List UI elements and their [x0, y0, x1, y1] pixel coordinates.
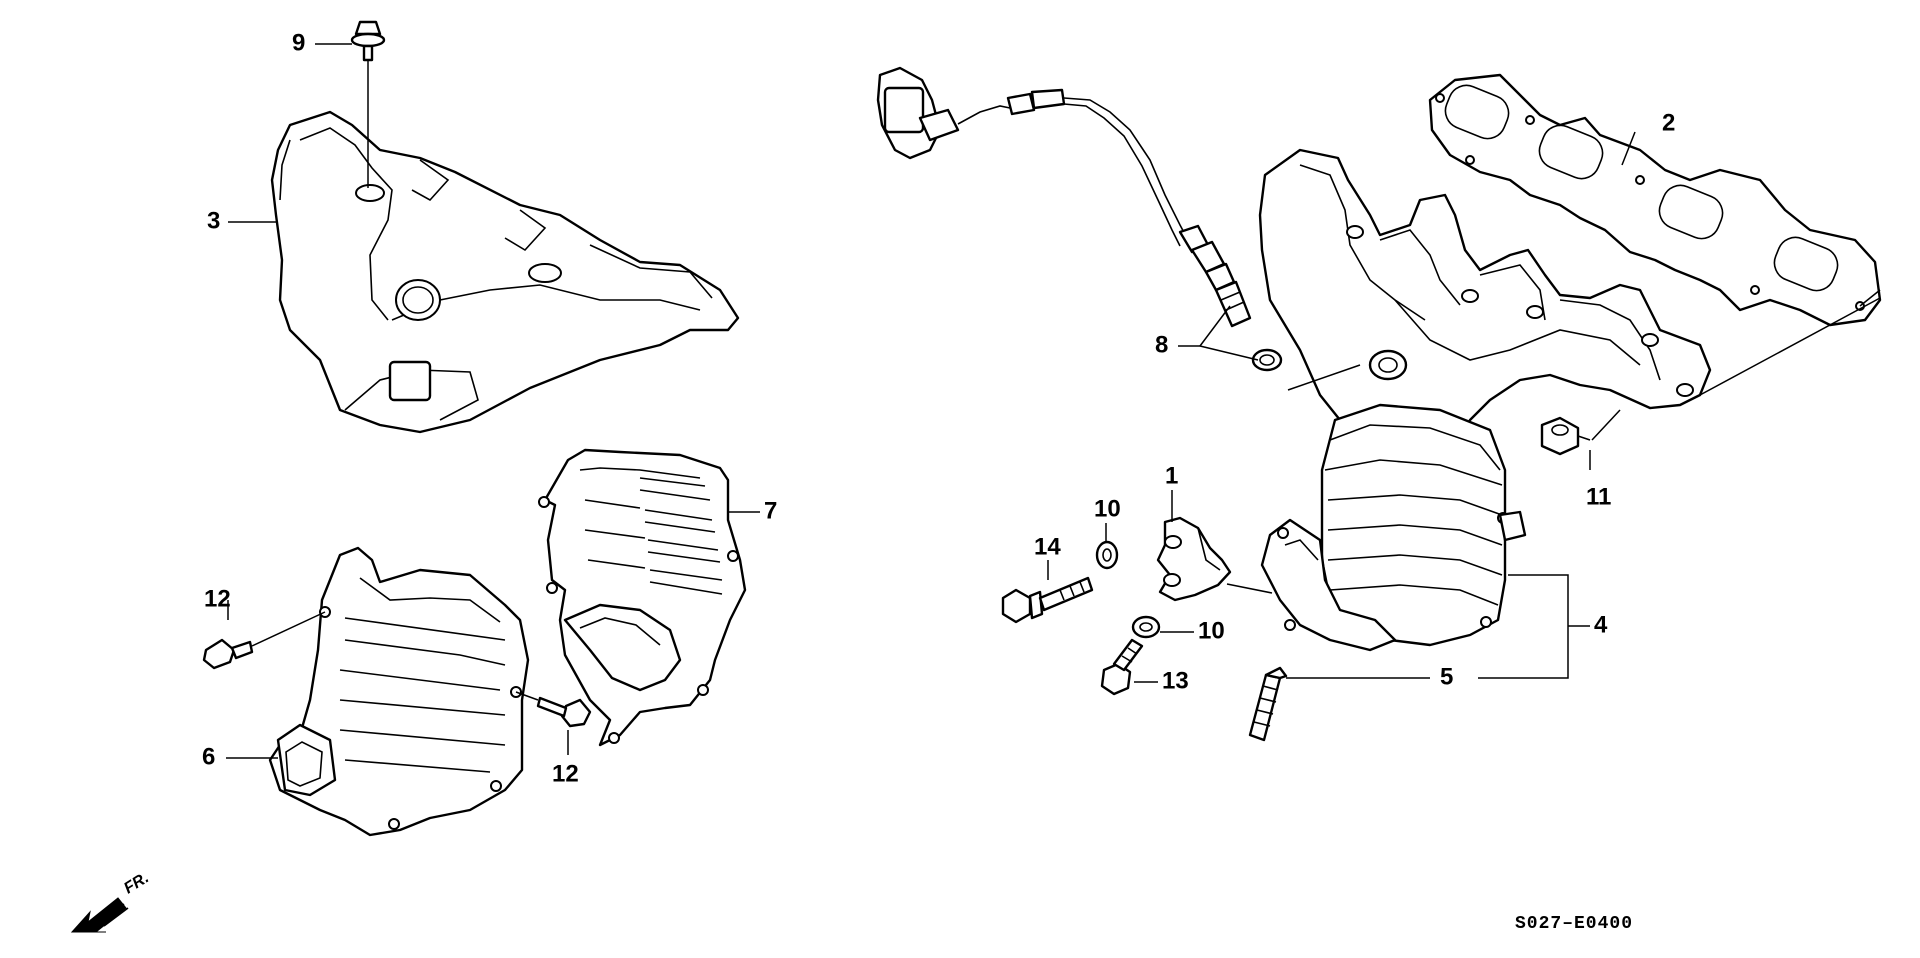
flange-bolt-9: [350, 20, 386, 188]
leader-11b: [1591, 409, 1621, 441]
leader-2c: [1699, 297, 1881, 396]
callout-14: 14: [1034, 533, 1061, 560]
callout-1: 1: [1165, 462, 1178, 489]
leader-lines: [226, 43, 1881, 759]
callout-8: 8: [1155, 331, 1168, 358]
callout-11: 11: [1586, 483, 1611, 510]
oxygen-sensor: [876, 66, 1283, 372]
washer-10-upper: [1095, 540, 1119, 570]
leader-2b: [1859, 289, 1881, 307]
callout-13: 13: [1162, 667, 1189, 694]
front-arrow-icon: [70, 897, 127, 933]
callout-3: 3: [207, 207, 220, 234]
leader-8-split: [1199, 305, 1259, 361]
callout-labels: 9 2 3 8 11 1 7 10 14 12 4 10 5 13 6 12: [202, 29, 1675, 787]
manifold-heat-shield-upper: [270, 110, 740, 434]
leader-11: [1577, 435, 1591, 441]
callout-2: 2: [1662, 109, 1675, 136]
callout-7: 7: [764, 497, 777, 524]
leader-8-port: [1287, 364, 1361, 391]
callout-9: 9: [292, 29, 305, 56]
converter-heat-shield-rear: [538, 448, 747, 747]
flange-bolt-13: [1100, 638, 1144, 696]
front-label: FR.: [121, 869, 152, 897]
callout-5: 5: [1440, 663, 1453, 690]
flange-bolt-14: [1001, 576, 1094, 624]
flange-nut-11: [1540, 416, 1580, 456]
front-direction-indicator: FR.: [70, 869, 152, 933]
callout-12-left: 12: [204, 585, 231, 612]
leader-2: [1621, 131, 1636, 166]
converter-bracket: [1156, 516, 1232, 602]
flange-bolt-12-right: [515, 691, 592, 728]
bracket-4-5: [1508, 574, 1569, 679]
stud-bolt-5: [1248, 666, 1288, 742]
converter-heat-shield-lower: [268, 546, 530, 837]
callout-6: 6: [202, 743, 215, 770]
callout-10-upper: 10: [1094, 495, 1121, 522]
callout-12-right: 12: [552, 760, 579, 787]
washer-10-lower: [1131, 615, 1161, 639]
flange-bolt-12-left: [202, 611, 326, 670]
exhaust-manifold-converter-assembly: [1258, 148, 1712, 652]
callout-10-lower: 10: [1198, 617, 1225, 644]
exhaust-manifold-gasket: [1428, 73, 1882, 327]
diagram-code: S027–E0400: [1515, 914, 1633, 934]
leader-1b: [1226, 583, 1273, 594]
callout-4: 4: [1594, 611, 1608, 638]
